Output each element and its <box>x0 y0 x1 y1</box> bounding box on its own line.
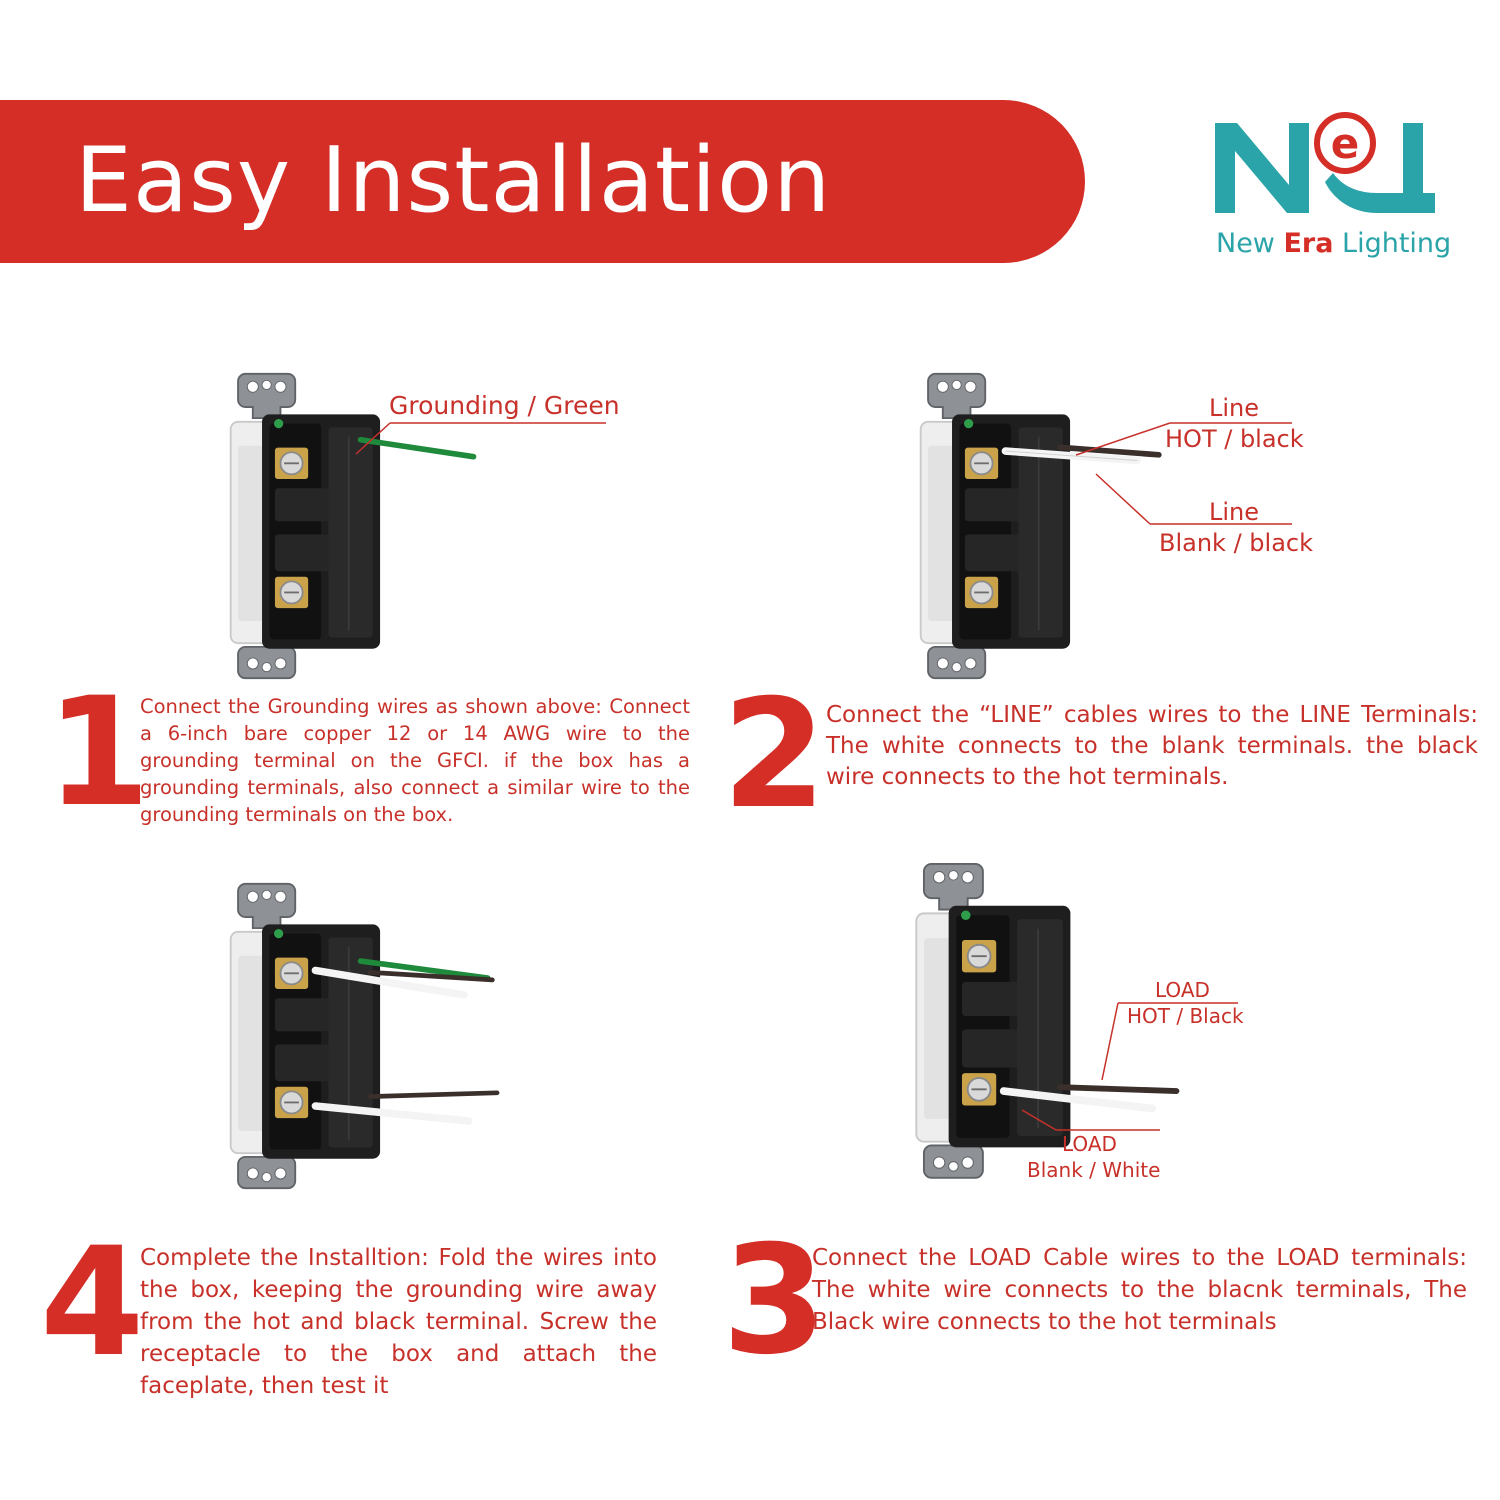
load-blank-label-2: Blank / White <box>1027 1158 1161 1182</box>
step-2-number: 2 <box>722 668 827 842</box>
step-3-number: 3 <box>722 1214 827 1388</box>
step-2-text: Connect the “LINE” cables wires to the L… <box>826 702 1478 790</box>
complete-load-blank-wire <box>311 1102 473 1125</box>
load-blank-label-1: LOAD <box>1062 1132 1117 1156</box>
step-4-text: Complete the Installtion: Fold the wires… <box>140 1245 657 1399</box>
grounding-label: Grounding / Green <box>389 391 620 420</box>
brand-name: New Era Lighting <box>1216 228 1452 259</box>
load-hot-wire <box>1057 1084 1180 1094</box>
receptacle-complete-diagram <box>229 882 500 1190</box>
receptacle-load-diagram <box>915 862 1180 1179</box>
load-hot-label-1: LOAD <box>1155 978 1210 1002</box>
complete-ground-wire <box>357 958 491 981</box>
svg-text:e: e <box>1331 119 1360 168</box>
step-3-text: Connect the LOAD Cable wires to the LOAD… <box>812 1245 1467 1335</box>
line-callout-lines <box>1075 422 1292 525</box>
grounding-callout-line <box>355 422 606 455</box>
complete-line-blank-wire <box>311 966 468 999</box>
line-hot-label-1: Line <box>1209 394 1260 422</box>
line-hot-wire <box>1057 444 1162 458</box>
line-hot-label-2: HOT / black <box>1165 425 1304 453</box>
complete-load-hot-wire <box>367 1090 500 1099</box>
receptacle-grounding-diagram <box>229 372 477 680</box>
load-hot-label-2: HOT / Black <box>1127 1004 1244 1028</box>
line-blank-label-1: Line <box>1209 498 1260 526</box>
step-1-text: Connect the Grounding wires as shown abo… <box>140 695 690 826</box>
logo-mark-icon: e <box>1215 112 1435 213</box>
ground-wire <box>357 436 477 460</box>
receptacle-line-diagram <box>919 372 1162 680</box>
complete-line-hot-wire <box>367 970 495 983</box>
load-blank-wire <box>999 1087 1157 1113</box>
page-title: Easy Installation <box>75 128 832 233</box>
line-blank-label-2: Blank / black <box>1159 529 1313 557</box>
step-1-number: 1 <box>46 666 151 840</box>
brand-logo: e New Era Lighting <box>1205 108 1455 268</box>
header-banner <box>0 100 1085 263</box>
step-4-number: 4 <box>40 1216 145 1390</box>
load-callout-lines <box>1021 1002 1238 1131</box>
